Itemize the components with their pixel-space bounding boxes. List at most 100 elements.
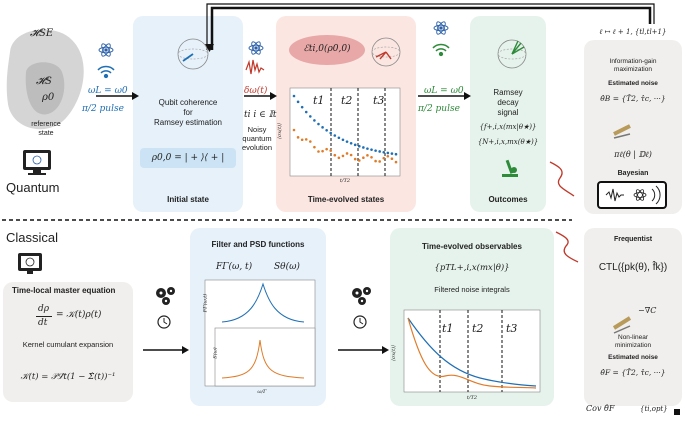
times-label: ti i ∈ 𝕀t: [244, 110, 277, 120]
obs-t2: t2: [472, 322, 484, 335]
bayes-update: ℓ ↦ ℓ + 1, {tl,tl+1}: [599, 28, 667, 36]
initial-formula-box: [140, 148, 236, 168]
decay-dot-blue: [317, 122, 320, 126]
decay-dot-orange: [374, 159, 377, 163]
decay-dot-blue: [366, 147, 369, 150]
evolved-t1: t1: [313, 94, 325, 107]
decay-dot-blue: [390, 152, 394, 155]
hs-region: [25, 62, 65, 115]
atom-icon: [248, 41, 264, 55]
frequentist-label: Frequentist: [613, 236, 653, 243]
psd-ylabel: S(ω): [212, 347, 219, 359]
evolved-ylabel: ⟨σx(t)⟩: [277, 122, 284, 140]
atom-icon: [433, 21, 449, 35]
decay-dot-blue: [321, 126, 324, 129]
psd-curve: [221, 339, 305, 379]
frequentist-gradient: −∇C: [638, 306, 657, 315]
psd-function-label: Sθ(ω): [274, 262, 300, 272]
decay-dot-blue: [304, 110, 308, 114]
bayesian-label: Bayesian: [617, 170, 649, 177]
clock-icon: [157, 315, 171, 329]
decay-dot-blue: [296, 100, 300, 104]
rho0-label: ρ0: [42, 92, 55, 103]
decay-dot-orange: [321, 149, 324, 153]
decay-dot-blue: [386, 151, 390, 155]
decay-dot-blue: [362, 146, 365, 149]
readout-pulse: π/2 pulse: [418, 104, 460, 114]
decay-dot-orange: [300, 138, 304, 142]
decay-dot-blue: [378, 150, 381, 153]
bayes-estimate: θ̂B = {T̂2, τ̂c, ···}: [600, 94, 666, 103]
decay-dot-orange: [394, 160, 398, 164]
radiating-waves-icon: [651, 185, 661, 205]
obs-t1: t1: [442, 322, 454, 335]
decay-dot-blue: [329, 131, 333, 135]
wifi-icon: [97, 65, 115, 79]
bloch-sphere-evolved: [371, 37, 401, 67]
decay-dot-blue: [337, 136, 341, 140]
readout-frequency: ωL = ω0: [424, 86, 464, 96]
master-eq-num: dρ: [38, 304, 50, 314]
decay-dot-blue: [333, 134, 337, 137]
bloch-sphere-initial: [177, 38, 209, 70]
decay-dot-orange: [325, 147, 328, 151]
gears-icon: [352, 287, 371, 305]
decay-dot-blue: [353, 143, 357, 147]
optimizer-arrow-icon: [613, 124, 631, 139]
noise-signal-icon: [245, 59, 265, 75]
outcomes-n-expr: {N+,i,x,mx(θ★)}: [477, 138, 539, 146]
decay-dot-blue: [341, 138, 345, 142]
observables-title: Time-evolved observables: [422, 242, 522, 251]
frequentist-times: {ti,opt}: [640, 405, 668, 413]
prep-frequency: ωL = ω0: [88, 86, 128, 96]
filter-ylabel: FΓ(ω,t): [202, 293, 209, 313]
frequentist-estimate: θ̂F = {T̂2, τ̂c, ···}: [600, 368, 666, 377]
evolved-t2: t2: [341, 94, 353, 107]
prep-pulse: π/2 pulse: [82, 104, 124, 114]
observables-plot-frame: [403, 309, 541, 393]
decay-dot-orange: [366, 154, 369, 157]
hse-label: 𝓗SE: [30, 28, 54, 39]
decay-dot-blue: [374, 149, 377, 152]
decay-dot-orange: [382, 156, 386, 160]
decay-dot-blue: [292, 94, 296, 98]
master-eq-fraction-bar: [36, 316, 52, 317]
decay-dot-orange: [317, 150, 320, 153]
decay-dot-orange: [304, 138, 308, 141]
kernel-expansion-label: Kernel cumulant expansion: [22, 340, 114, 349]
decay-dot-orange: [313, 145, 316, 149]
decay-dot-blue: [325, 129, 328, 132]
decay-dot-blue: [309, 115, 312, 118]
initial-state-formula: ρ0,0 = | + ⟩⟨ + |: [151, 153, 225, 163]
decay-dot-orange: [333, 153, 337, 157]
master-equation-title: Time-local master equation: [12, 286, 116, 295]
decay-dot-orange: [378, 160, 381, 163]
decay-dot-orange: [349, 153, 353, 157]
observable-curve-orange: [407, 317, 537, 389]
observables-expr: {pTL+,i,x(mx|θ)}: [434, 263, 510, 273]
decay-dot-orange: [370, 156, 373, 159]
evolved-t3: t3: [373, 94, 385, 107]
master-eq-den: dt: [38, 318, 48, 328]
feedback-loop-line: [210, 6, 652, 50]
microscope-icon: [502, 159, 518, 177]
time-evolved-states-title: Time-evolved states: [307, 195, 385, 204]
feedback-arrowhead: [205, 44, 214, 52]
signal-box: [597, 181, 667, 209]
obs-t3: t3: [506, 322, 518, 335]
decay-dot-orange: [309, 140, 312, 143]
evolved-xlabel: t/T2: [339, 178, 351, 184]
wifi-icon: [432, 43, 450, 57]
evolved-plot-frame: [289, 87, 401, 177]
frequentist-cost: CTL({pk(θ), f̂k}): [598, 262, 668, 273]
hs-label: 𝓗S: [36, 76, 52, 87]
decay-dot-blue: [349, 142, 353, 145]
master-equation-panel: [3, 282, 133, 402]
filter-xlabel: ω/Γ: [257, 389, 267, 395]
decay-dot-blue: [394, 152, 398, 156]
